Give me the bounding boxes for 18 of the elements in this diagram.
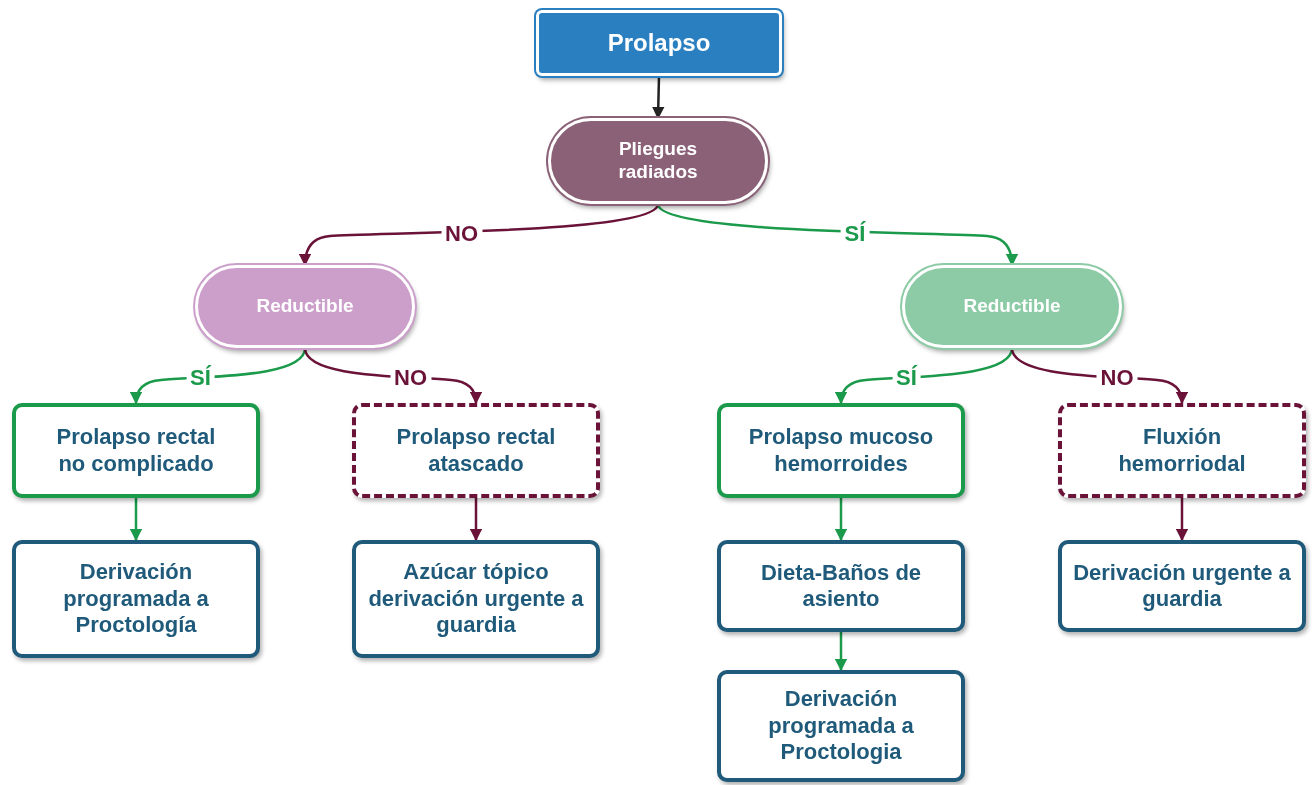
action-box: Azúcar tópico derivación urgente a guardia [352, 540, 600, 658]
result-box: Prolapso mucoso hemorroides [717, 403, 965, 498]
result-box: Prolapso rectal atascado [352, 403, 600, 498]
arrow [129, 498, 143, 542]
arrow [1175, 498, 1189, 542]
result-box: Fluxión hemorriodal [1058, 403, 1306, 498]
arrow [469, 498, 483, 542]
result-box: Prolapso rectal no complicado [12, 403, 260, 498]
action-box: Dieta-Baños de asiento [717, 540, 965, 632]
decision-pill: Pliegues radiados [548, 118, 768, 204]
decision-pill: Reductible [195, 265, 415, 348]
action-box: Derivación programada a Proctología [12, 540, 260, 658]
arrow [834, 632, 848, 672]
start-box: Prolapso [536, 10, 782, 76]
action-box: Derivación urgente a guardia [1058, 540, 1306, 632]
action-box: Derivación programada a Proctologia [717, 670, 965, 782]
decision-pill: Reductible [902, 265, 1122, 348]
arrow [834, 498, 848, 542]
